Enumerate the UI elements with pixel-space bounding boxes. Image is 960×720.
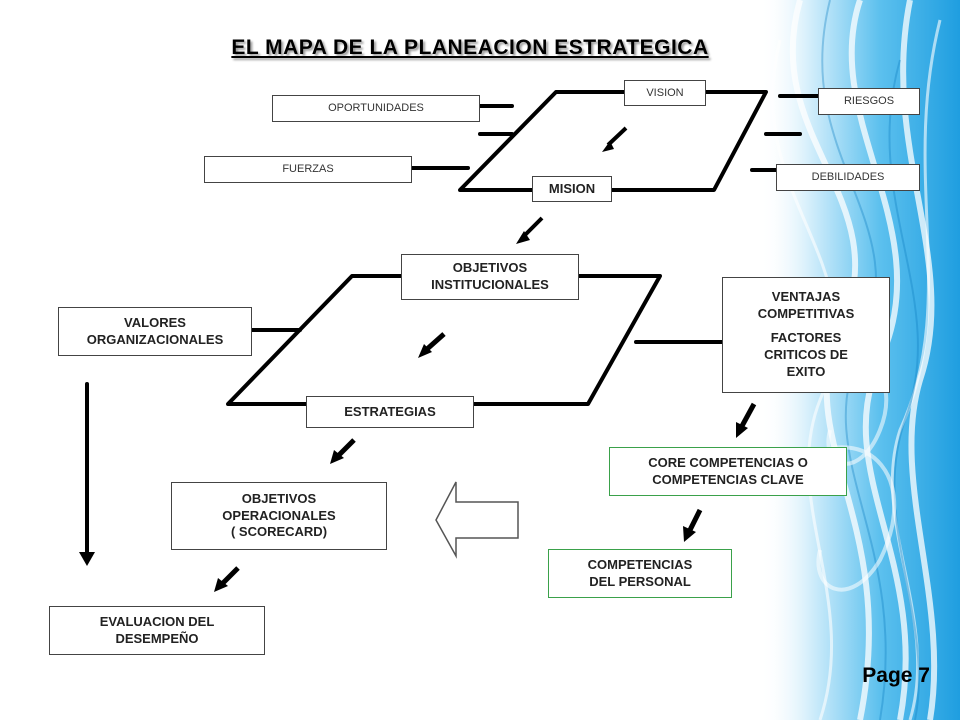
box-oportunidades-label: OPORTUNIDADES [328, 102, 424, 115]
box-debilidades-label: DEBILIDADES [811, 171, 885, 184]
box-valores: VALORES ORGANIZACIONALES [58, 307, 252, 356]
box-riesgos-label: RIESGOS [843, 95, 895, 108]
box-mision-label: MISION [548, 180, 596, 196]
box-objetivos-operacionales: OBJETIVOS OPERACIONALES ( SCORECARD) [171, 482, 387, 550]
ventajas-line-2: COMPETITIVAS [757, 306, 855, 322]
page-number: Page 7 [862, 664, 930, 687]
personal-line-2: DEL PERSONAL [589, 573, 691, 589]
factores-line-2: CRITICOS DE [764, 347, 848, 363]
ventajas-line-1: VENTAJAS [771, 289, 841, 305]
core-line-1: CORE COMPETENCIAS O [648, 454, 808, 470]
core-line-2: COMPETENCIAS CLAVE [652, 471, 804, 487]
box-competencias-personal: COMPETENCIAS DEL PERSONAL [548, 549, 732, 598]
factores-line-1: FACTORES [770, 330, 842, 346]
box-estrategias-label: ESTRATEGIAS [344, 403, 436, 419]
arrow-plane-to-estrategias [418, 332, 446, 358]
box-riesgos: RIESGOS [818, 88, 920, 115]
valores-line-1: VALORES [124, 314, 186, 330]
box-vision: VISION [624, 80, 706, 106]
factores-line-3: EXITO [786, 363, 826, 379]
arrow-core-to-personal [683, 508, 703, 542]
operacionales-line-2: OPERACIONALES [222, 507, 336, 523]
box-oportunidades: OPORTUNIDADES [272, 95, 480, 122]
vertical-arrow-head [79, 552, 95, 566]
hollow-left-arrow [435, 481, 519, 559]
operacionales-line-1: OBJETIVOS [241, 490, 317, 506]
factores-text: FACTORES CRITICOS DE EXITO [764, 330, 848, 381]
box-ventajas-factores: VENTAJAS COMPETITIVAS FACTORES CRITICOS … [722, 277, 890, 393]
box-vision-label: VISION [646, 86, 684, 99]
arrow-mision-to-objetivos [516, 216, 544, 244]
box-debilidades: DEBILIDADES [776, 164, 920, 191]
objetivos-institucionales-line-1: OBJETIVOS [452, 260, 528, 276]
box-objetivos-institucionales: OBJETIVOS INSTITUCIONALES [401, 254, 579, 300]
diagonal-arrows [214, 126, 757, 592]
evaluacion-line-2: DESEMPEÑO [115, 630, 199, 646]
arrow-estrategias-to-operacionales [330, 438, 356, 464]
evaluacion-line-1: EVALUACION DEL [99, 613, 215, 629]
objetivos-institucionales-line-2: INSTITUCIONALES [431, 277, 549, 292]
box-estrategias: ESTRATEGIAS [306, 396, 474, 428]
operacionales-line-3: ( SCORECARD) [230, 524, 328, 540]
ventajas-text: VENTAJAS COMPETITIVAS [758, 289, 855, 323]
page-title: EL MAPA DE LA PLANEACION ESTRATEGICA [231, 36, 709, 59]
arrow-vision-to-mision [602, 126, 628, 152]
box-fuerzas: FUERZAS [204, 156, 412, 183]
box-core-competencias: CORE COMPETENCIAS O COMPETENCIAS CLAVE [609, 447, 847, 496]
box-mision: MISION [532, 176, 612, 202]
arrow-ventajas-to-core [736, 402, 757, 438]
arrow-operacionales-to-evaluacion [214, 566, 240, 592]
personal-line-1: COMPETENCIAS [587, 556, 693, 572]
valores-line-2: ORGANIZACIONALES [86, 331, 224, 347]
box-evaluacion: EVALUACION DEL DESEMPEÑO [49, 606, 265, 655]
box-fuerzas-label: FUERZAS [282, 163, 334, 176]
